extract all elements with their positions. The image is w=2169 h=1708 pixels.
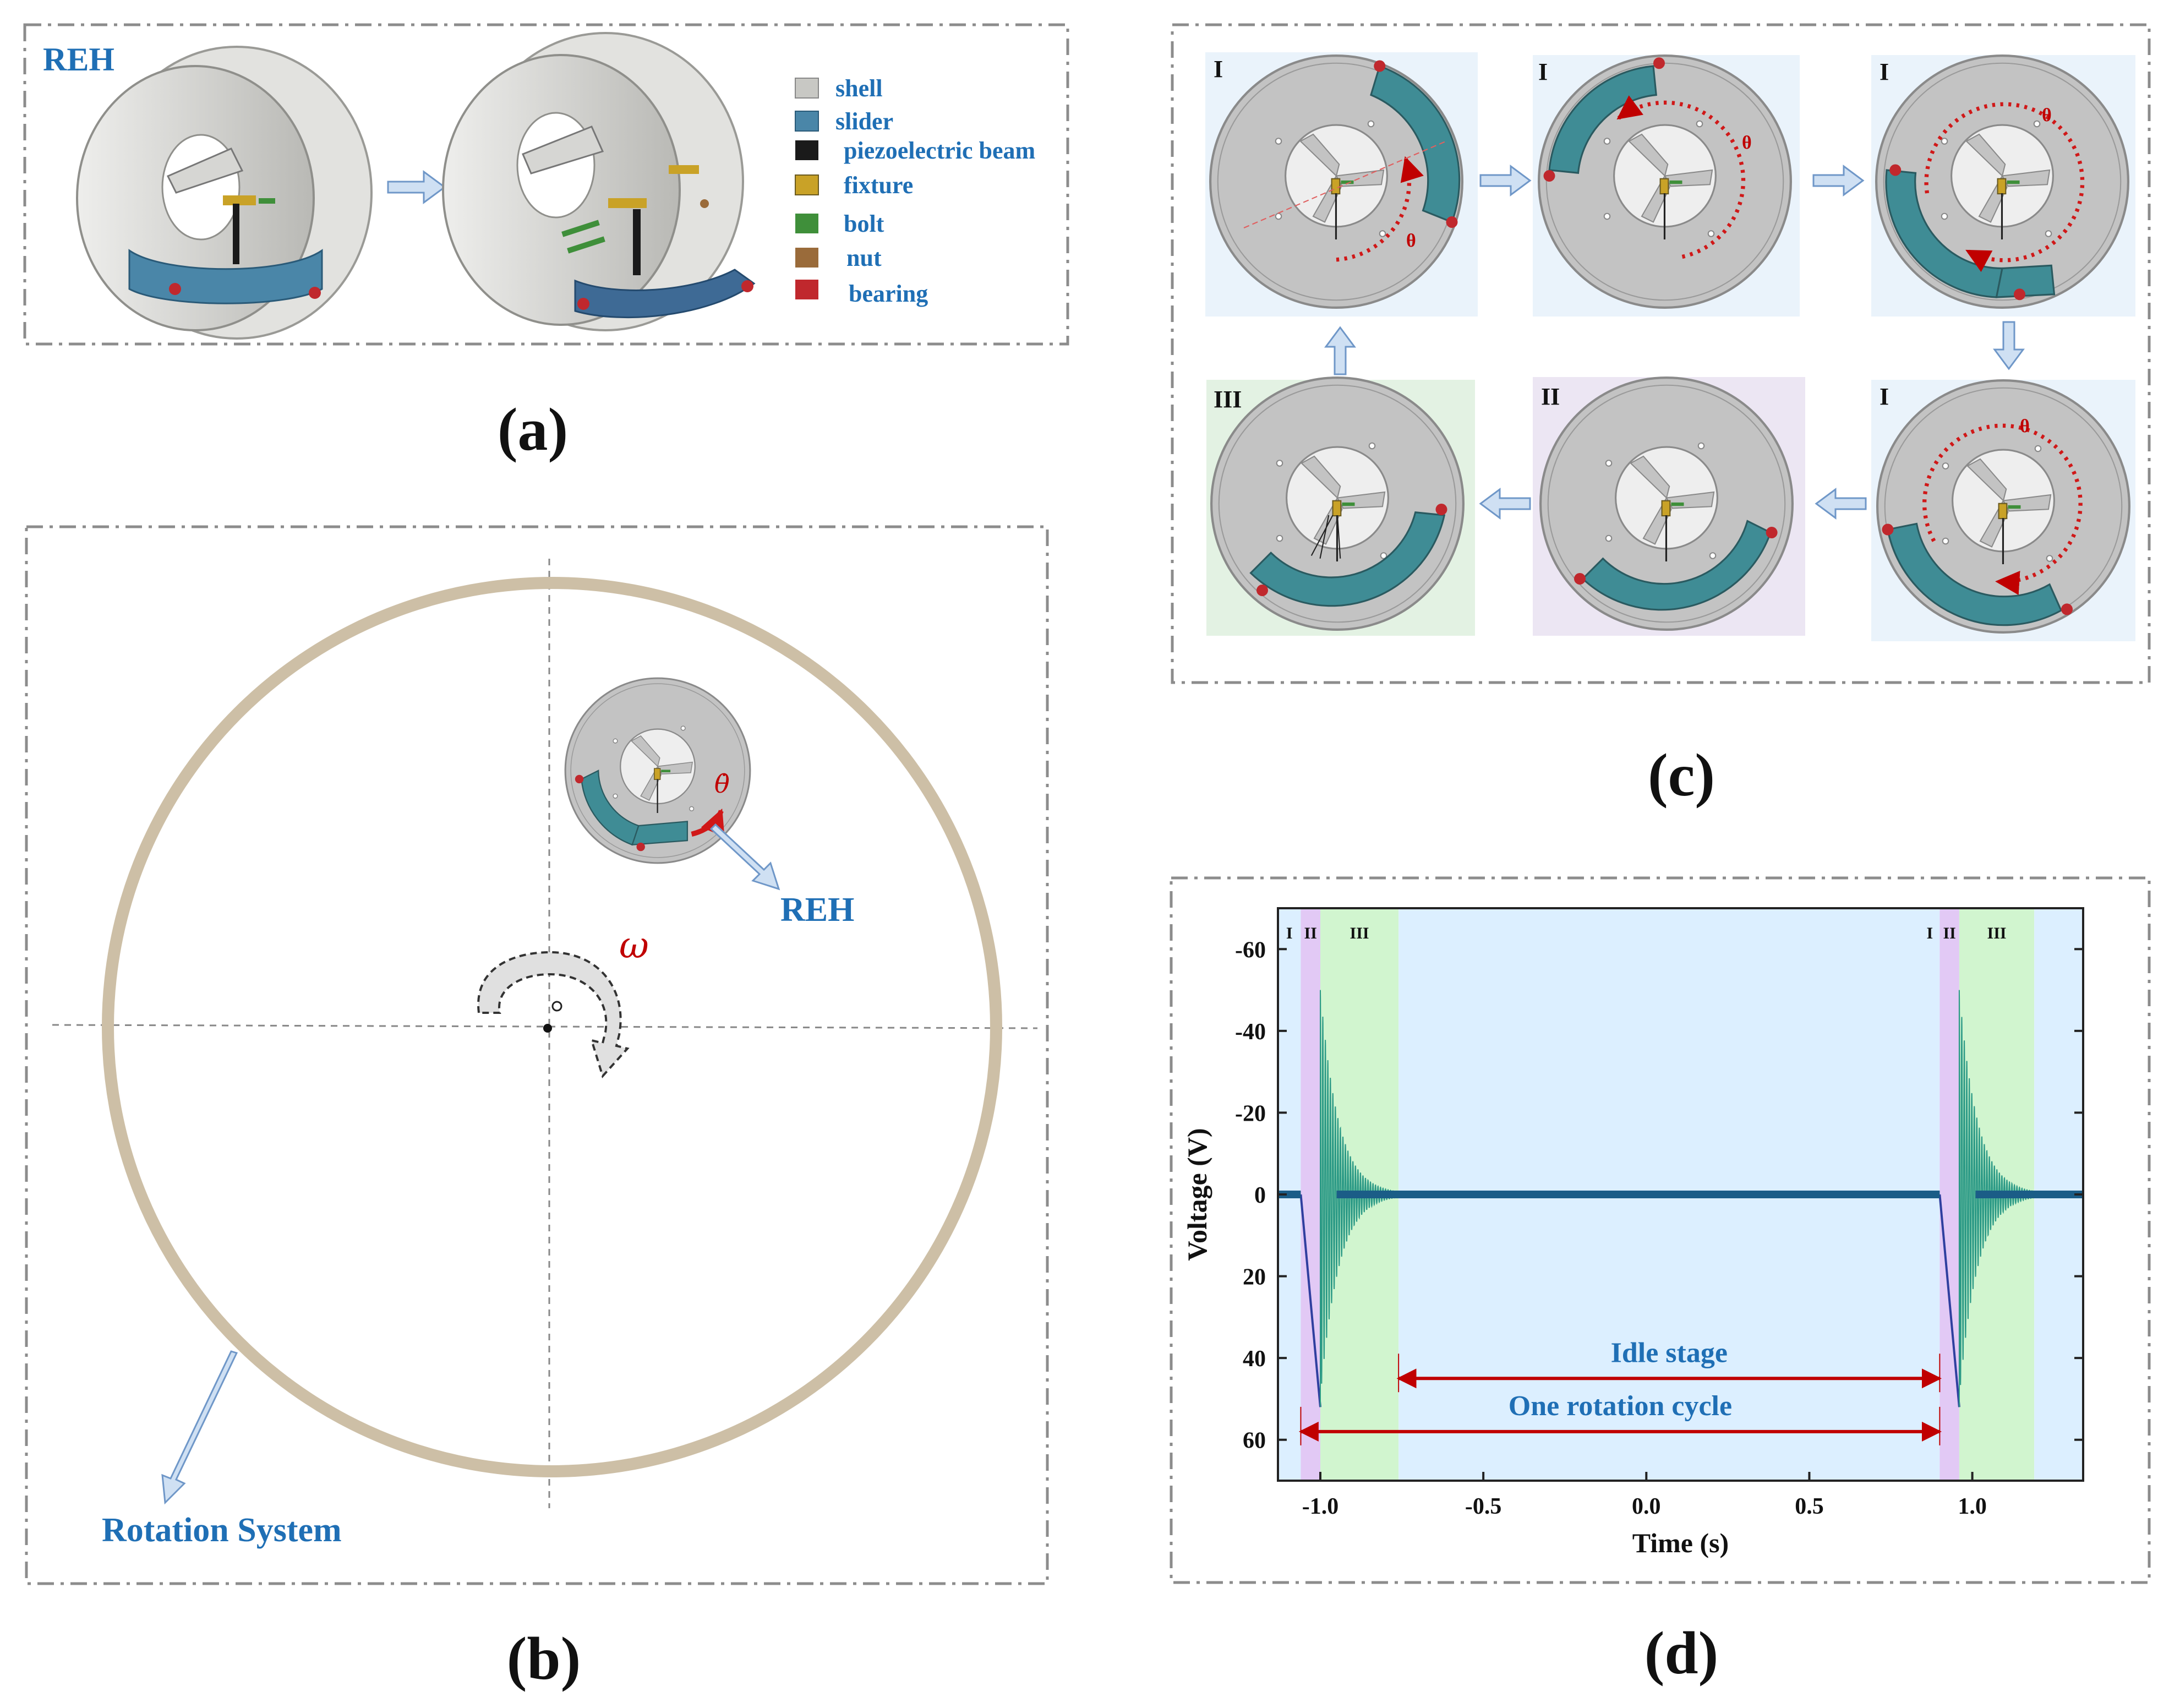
reh-label: REH — [780, 891, 854, 929]
frame-6: III — [1206, 378, 1475, 636]
panel-label-b: (b) — [507, 1625, 581, 1692]
panel-c: I θ I θ — [1171, 23, 2151, 684]
y-tick-label: 20 — [1243, 1265, 1266, 1290]
x-tick-label: -1.0 — [1302, 1494, 1339, 1519]
arrow-2-to-3 — [1812, 165, 1865, 197]
frame-1-theta-label: θ — [1406, 231, 1416, 251]
legend-swatch-slider — [795, 111, 819, 132]
y-tick-label: -20 — [1235, 1101, 1266, 1126]
frame-5: II — [1533, 377, 1805, 636]
y-tick-label: 60 — [1243, 1428, 1266, 1454]
reh-exploded-illustration — [442, 32, 756, 331]
arrow-1-to-2 — [1479, 165, 1532, 197]
y-tick-label: 40 — [1243, 1346, 1266, 1372]
frame-3-stage-label: I — [1880, 58, 1889, 85]
stage-region-II — [1301, 908, 1320, 1481]
x-tick-label: 1.0 — [1958, 1494, 1987, 1519]
legend-label-shell: shell — [835, 75, 883, 102]
frame-4: I θ — [1871, 380, 2135, 641]
legend-label-slider: slider — [835, 108, 893, 135]
legend-label-fixture: fixture — [844, 172, 913, 199]
annotation-label: Idle stage — [1611, 1337, 1728, 1368]
legend-label-nut: nut — [846, 244, 882, 271]
center-point-filled — [543, 1024, 552, 1033]
reh-pointer-arrow — [709, 823, 780, 891]
rotation-direction-arrow — [477, 951, 630, 1078]
legend-swatch-bolt — [795, 214, 818, 233]
arrow-3-to-4 — [1993, 321, 2025, 370]
legend-swatch-piezoelectric-beam — [795, 140, 818, 160]
chart-ticks: -1.0 -0.5 0.0 0.5 1.0 -60 -40 -20 0 20 40 60 — [1235, 937, 2083, 1519]
stage-label-III: III — [1350, 924, 1369, 942]
frame-2-stage-label: I — [1538, 58, 1548, 85]
baseline-signal-2 — [1336, 1191, 1940, 1198]
component-legend: shell slider piezoelectric beam fixture … — [795, 75, 1035, 307]
stage-label-II: II — [1943, 924, 1955, 942]
reh-disc-small — [564, 677, 751, 864]
frame-6-stage-label: III — [1214, 386, 1242, 413]
baseline-signal-3 — [1975, 1191, 2083, 1198]
x-tick-label: 0.5 — [1795, 1494, 1824, 1519]
panel-label-c: (c) — [1648, 741, 1715, 809]
frame-2: I θ — [1533, 55, 1800, 317]
panel-a: REH — [23, 23, 1069, 346]
x-tick-label: -0.5 — [1465, 1494, 1502, 1519]
center-point-open — [551, 1001, 562, 1012]
ramp-line-1 — [1299, 1194, 1321, 1407]
arrow-6-to-1 — [1324, 326, 1356, 375]
legend-swatch-shell — [795, 78, 819, 99]
panel-a-title: REH — [43, 41, 114, 78]
y-tick-label: 0 — [1254, 1183, 1266, 1208]
y-tick-label: -40 — [1235, 1019, 1266, 1045]
stage-label-III: III — [1987, 924, 2007, 942]
y-axis-label: Voltage (V) — [1182, 1128, 1212, 1260]
legend-label-bolt: bolt — [844, 210, 884, 237]
rotation-ring — [102, 577, 1002, 1477]
frame-1: I θ — [1205, 52, 1478, 317]
arrow-5-to-6 — [1479, 488, 1531, 520]
frame-2-theta-label: θ — [1742, 133, 1752, 153]
frame-3-theta-label: θ — [2042, 105, 2052, 125]
panel-label-a: (a) — [498, 396, 568, 463]
annotation-label: One rotation cycle — [1509, 1390, 1732, 1422]
assembly-arrow — [387, 170, 446, 204]
arrow-4-to-5 — [1815, 488, 1867, 520]
x-tick-label: 0.0 — [1632, 1494, 1661, 1519]
legend-swatch-bearing — [795, 280, 818, 299]
panel-label-d: (d) — [1644, 1619, 1718, 1687]
stage-label-II: II — [1304, 924, 1317, 942]
legend-label-bearing: bearing — [849, 280, 928, 307]
baseline-signal-1 — [1278, 1191, 1301, 1198]
frame-3: I θ — [1871, 55, 2135, 317]
legend-label-piezoelectric-beam: piezoelectric beam — [844, 137, 1035, 164]
rotation-system-label: Rotation System — [102, 1511, 342, 1549]
stage-region-II — [1939, 908, 1959, 1481]
ramp-line-2 — [1938, 1194, 1960, 1407]
y-tick-label: -60 — [1235, 937, 1266, 963]
sequence-arrows — [1324, 165, 2025, 520]
stage-label-I: I — [1286, 924, 1293, 942]
stage-label-I: I — [1927, 924, 1933, 942]
frame-5-stage-label: II — [1541, 383, 1560, 410]
legend-swatch-nut — [795, 248, 818, 268]
rotation-system-pointer-arrow — [161, 1350, 238, 1505]
panel-b: ω θ̇ REH Rotation System — [25, 525, 1049, 1585]
legend-swatch-fixture — [795, 174, 819, 195]
x-axis-label: Time (s) — [1632, 1527, 1729, 1558]
chart-signal — [1278, 990, 2083, 1407]
frame-1-stage-label: I — [1214, 56, 1223, 83]
omega-label: ω — [619, 924, 649, 967]
reh-assembled-illustration — [76, 46, 373, 340]
theta-dot-label: θ̇ — [714, 769, 730, 799]
frame-4-theta-label: θ — [2020, 416, 2030, 436]
frame-4-stage-label: I — [1880, 383, 1889, 410]
